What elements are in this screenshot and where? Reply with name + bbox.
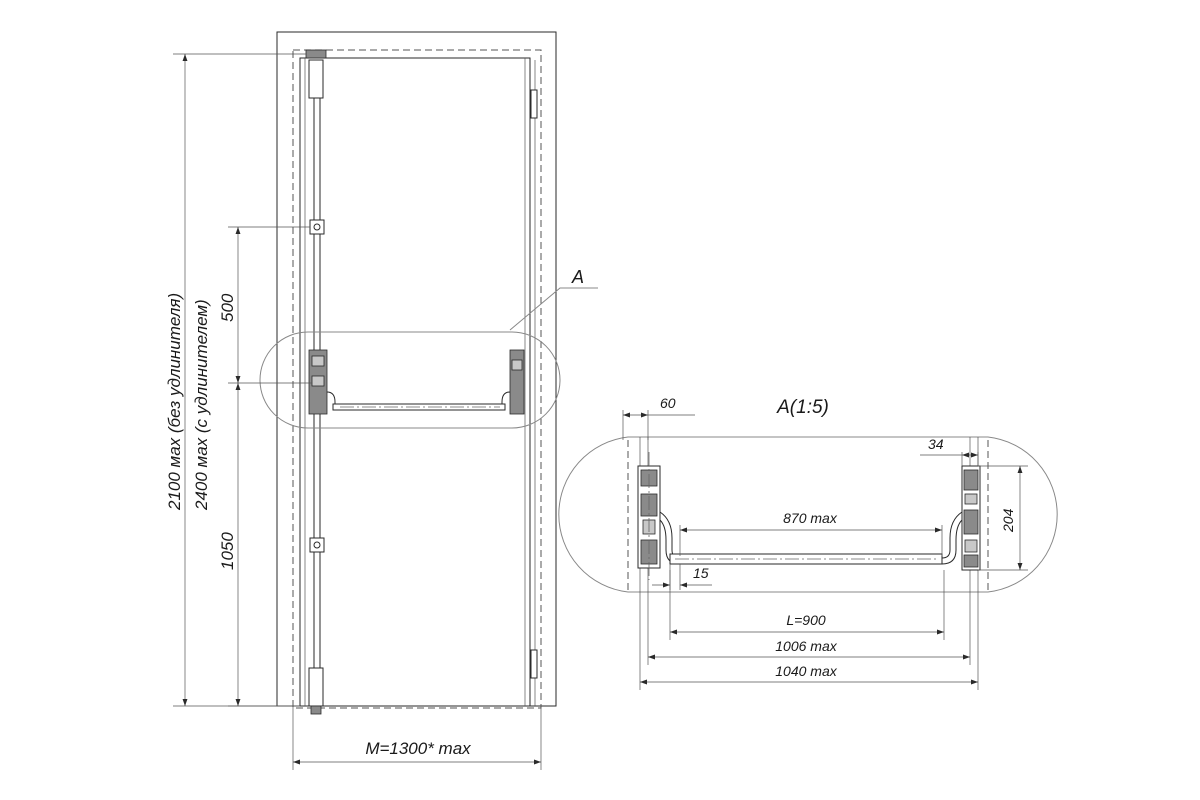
dim-500: 500 (218, 293, 237, 322)
hinge-bottom (530, 649, 538, 679)
detail-title: A(1:5) (776, 397, 829, 418)
dim-height-no-extender: 2100 мах (без удлинителя) (165, 293, 184, 511)
dim-overall-1: 1006 max (775, 638, 837, 654)
dim-overall-2: 1040 max (775, 663, 837, 679)
door-elevation: A 2100 мах (без удлинителя) 2400 мах (с … (165, 31, 598, 770)
detail-left-mechanism (637, 452, 681, 580)
dim-clearance: 15 (693, 565, 709, 581)
detail-enclosure-a (259, 331, 561, 429)
dim-width-max: M=1300* max (365, 739, 471, 758)
dim-height-with-extender: 2400 мах (с удлинителем) (192, 299, 211, 511)
door-leaf (299, 57, 531, 707)
detail-callout-label: A (571, 267, 584, 287)
detail-enclosure (558, 436, 1058, 593)
detail-view-a: A(1:5) (558, 395, 1058, 690)
door-frame-inner (292, 49, 542, 709)
vertical-rod-assembly (305, 49, 327, 715)
top-latch-bolt (305, 49, 327, 59)
bottom-latch-bolt (310, 705, 322, 715)
dim-bar-length-max: 870 max (783, 510, 838, 526)
detail-push-bar (669, 553, 943, 565)
bottom-rod-housing (308, 667, 324, 707)
dim-offset-right: 34 (928, 436, 944, 452)
top-rod-housing (308, 59, 324, 99)
dim-bar-length: L=900 (786, 612, 826, 628)
dim-offset-left: 60 (660, 395, 676, 411)
dim-height-bracket: 204 (1000, 508, 1016, 533)
hinge-top (530, 89, 538, 119)
dim-1050: 1050 (218, 532, 237, 570)
detail-right-mechanism (941, 465, 981, 571)
panic-bar-main (308, 349, 525, 415)
